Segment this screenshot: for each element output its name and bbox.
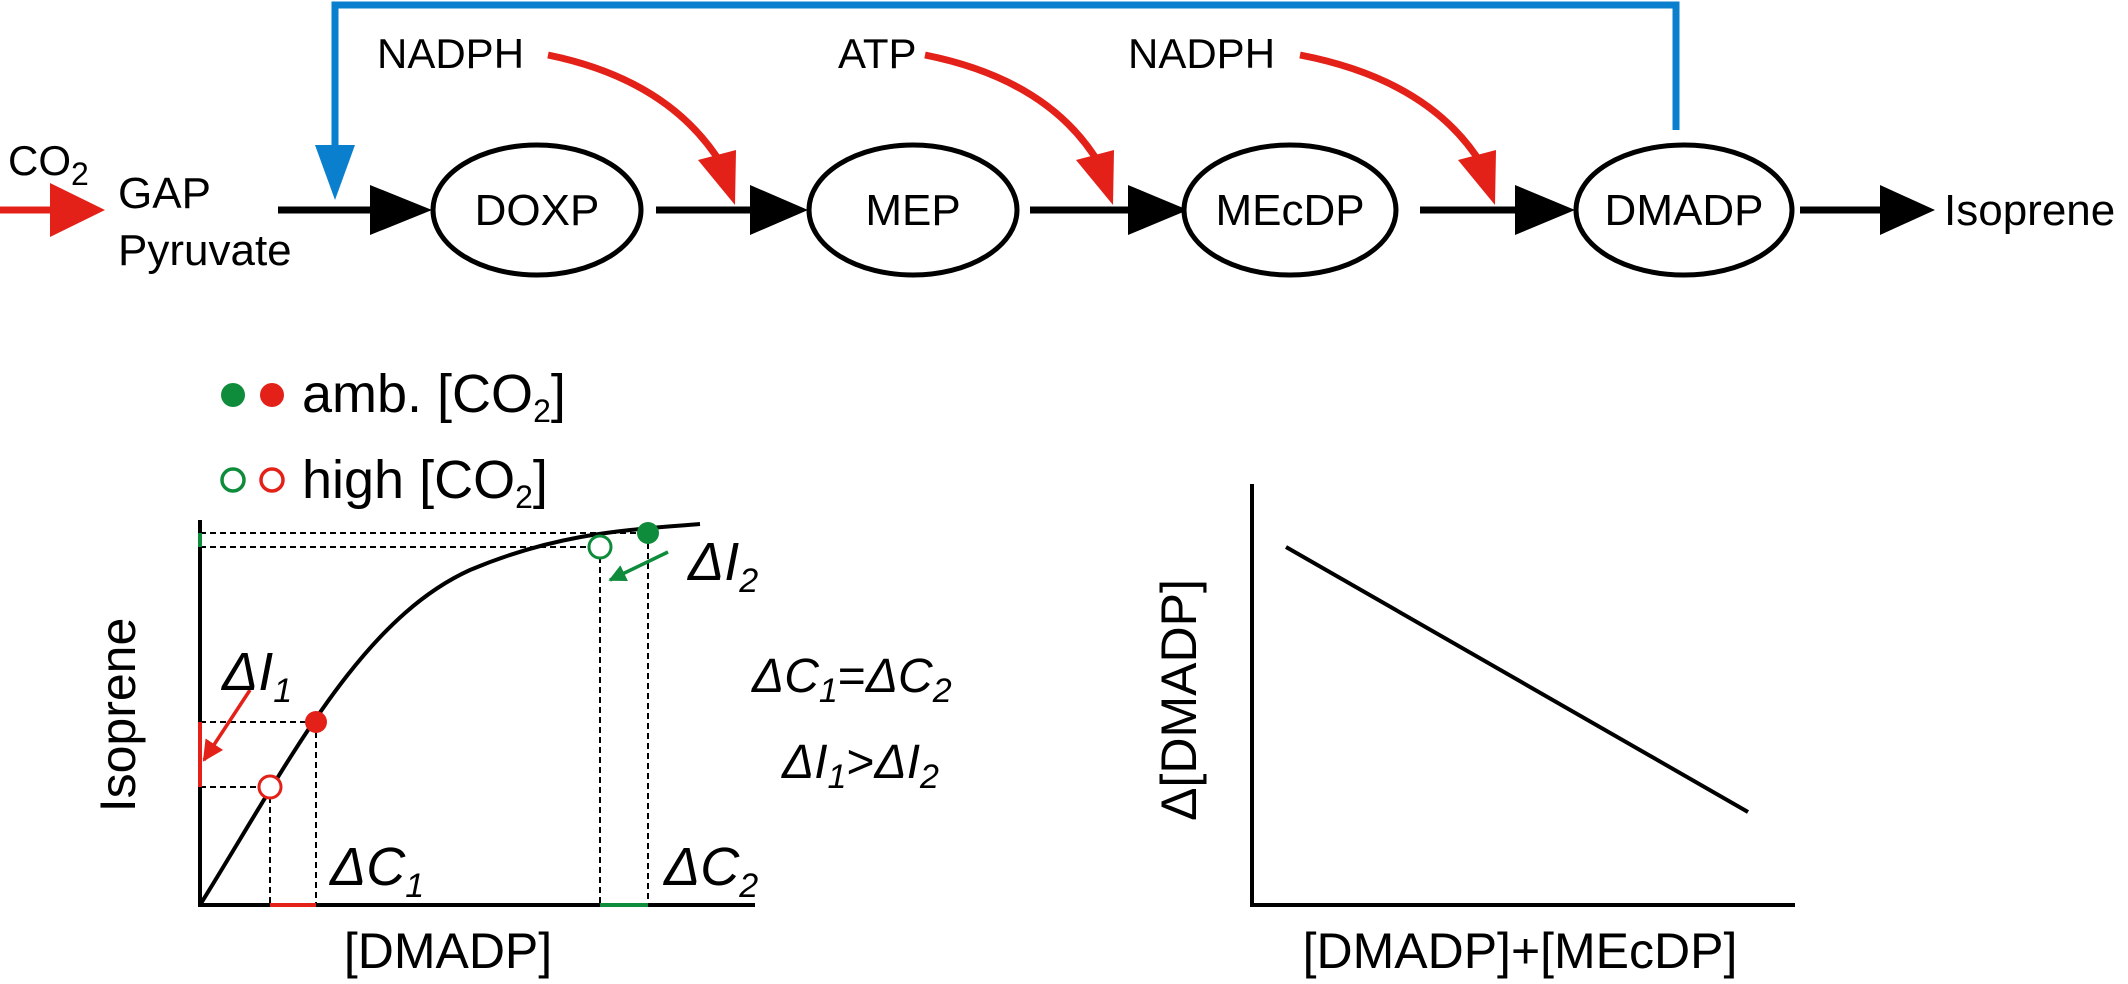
node-mep: MEP [806,142,1020,278]
cofactor-arrowhead-1 [698,150,736,205]
cofactor-nadph-1: NADPH [377,30,524,77]
arrow-to-dmadp-head [1515,185,1575,235]
cofactor-arrowhead-2 [1076,150,1114,205]
arrow-to-mep-head [750,185,808,235]
equation-delta-i: ΔI1>ΔI2 [781,736,939,796]
co2-label: CO2 [8,137,89,192]
legend-amb-green-marker [221,383,245,407]
node-doxp-label: DOXP [475,186,600,235]
legend-high-label: high [CO2] [302,450,548,515]
point-ambient-green [637,522,659,544]
node-dmadp-label: DMADP [1605,186,1764,235]
right-plot-trend-line [1285,545,1749,814]
node-doxp-ellipse [430,142,644,278]
node-mecdp-label: MEcDP [1215,186,1364,235]
node-mecdp: MEcDP [1181,142,1399,278]
co2-arrowhead [50,183,105,237]
cofactor-arrow-1 [547,51,725,167]
node-mep-label: MEP [865,186,960,235]
cofactor-arrowhead-3 [1458,150,1496,205]
delta-i1-label: ΔI1 [220,642,292,710]
legend: amb. [CO2] high [CO2] [220,364,566,515]
feedback-loop-line [331,1,1680,175]
equation-delta-c: ΔC1=ΔC2 [751,650,952,710]
arrow-to-mecdp-head [1128,185,1188,235]
feedback-arrowhead [315,145,355,200]
arrow-to-doxp-head [370,185,432,235]
legend-high-green-marker [220,467,246,493]
left-plot-ylabel: Isoprene [90,618,146,813]
left-plot-xlabel: [DMADP] [344,923,552,979]
delta-c2-label: ΔC2 [662,837,758,905]
delta-c1-label: ΔC1 [328,837,424,905]
cofactor-arrow-2 [924,51,1104,167]
pathway-arrows [278,185,1935,235]
cofactor-arrow-3 [1299,51,1485,167]
legend-ambient-label: amb. [CO2] [302,364,566,429]
saturation-curve [198,522,701,907]
point-high-red [257,774,283,800]
node-doxp: DOXP [430,142,644,278]
right-plot: [DMADP]+[MEcDP] Δ[DMADP] [1151,484,1795,979]
point-high-green [587,534,613,560]
dashed-guides [200,532,649,905]
delta-i1-arrow [202,689,252,762]
right-plot-ylabel: Δ[DMADP] [1151,579,1207,821]
pathway: CO2 GAP Pyruvate DOXP MEP [0,1,2115,278]
isoprene-label: Isoprene [1944,186,2115,235]
delta-i2-label: ΔI2 [686,532,758,600]
cofactor-nadph-2: NADPH [1128,30,1275,77]
arrow-to-isoprene-head [1880,185,1935,235]
node-dmadp-ellipse [1573,142,1795,278]
right-plot-xlabel: [DMADP]+[MEcDP] [1303,923,1738,979]
gap-label: GAP [118,169,211,218]
legend-amb-red-marker [260,383,284,407]
node-mecdp-ellipse [1181,142,1399,278]
cofactor-atp: ATP [838,30,917,77]
node-dmadp: DMADP [1573,142,1795,278]
node-mep-ellipse [806,142,1020,278]
delta-i2-arrow [608,550,669,582]
left-plot: ΔI1 ΔI2 ΔC1 ΔC2 [DMADP] Isoprene [90,520,758,979]
point-ambient-red [305,711,327,733]
equations: ΔC1=ΔC2 ΔI1>ΔI2 [751,650,952,796]
legend-high-red-marker [259,467,285,493]
pyruvate-label: Pyruvate [118,226,292,275]
